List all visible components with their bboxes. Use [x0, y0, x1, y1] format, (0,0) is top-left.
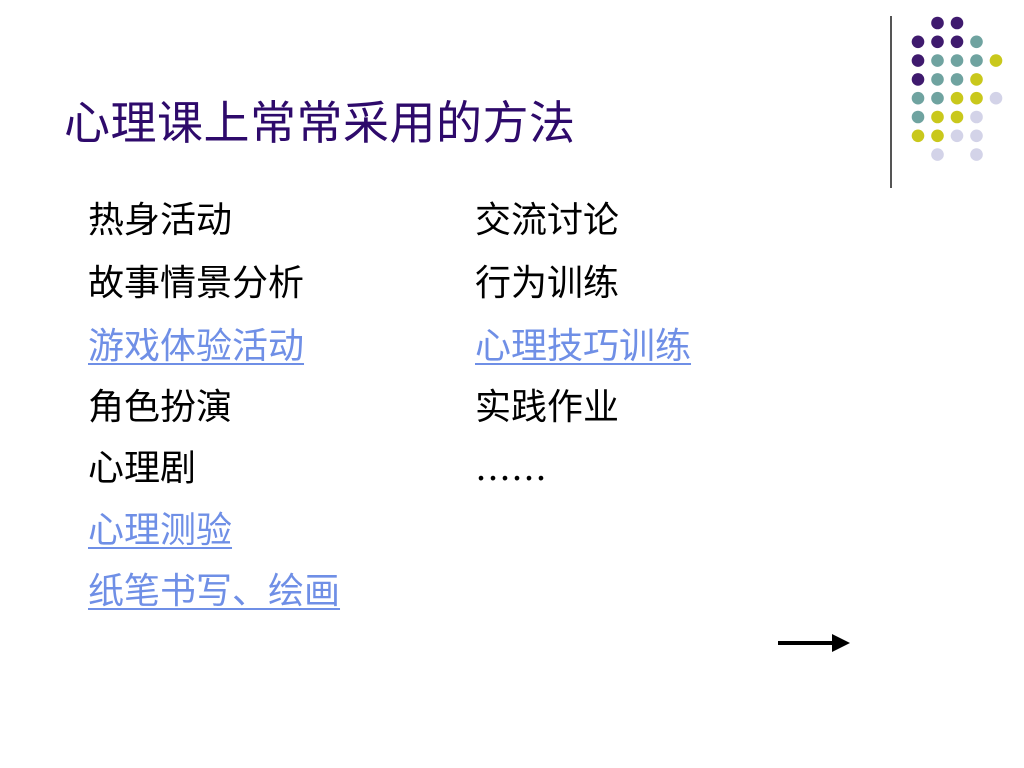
decorative-dot — [950, 110, 964, 124]
decorative-dot — [950, 129, 964, 143]
slide-title: 心理课上常常采用的方法 — [64, 96, 576, 150]
decorative-dot — [989, 54, 1003, 67]
decorative-dot — [911, 129, 925, 143]
method-ellipsis: …… — [475, 448, 547, 489]
decorative-dot — [931, 110, 944, 124]
method-practice-homework: 实践作业 — [475, 387, 620, 428]
method-skill-training-link[interactable]: 心理技巧训练 — [475, 326, 692, 367]
decorative-dot — [970, 110, 983, 124]
decorative-dot — [970, 54, 983, 67]
method-role-play: 角色扮演 — [88, 387, 233, 428]
decorative-dot — [931, 148, 944, 161]
decorative-dot — [970, 148, 983, 161]
decorative-dot — [970, 73, 983, 86]
decorative-dot — [950, 91, 964, 105]
decorative-dot — [950, 16, 964, 30]
decorative-dot — [911, 110, 925, 124]
decorative-dot — [950, 54, 964, 67]
decorative-dot — [911, 91, 925, 105]
right-arrow-icon[interactable] — [776, 629, 852, 657]
method-writing-drawing-link[interactable]: 纸笔书写、绘画 — [88, 571, 341, 612]
decorative-dot — [970, 35, 983, 49]
decorative-dot — [931, 54, 944, 67]
method-psychological-test-link[interactable]: 心理测验 — [88, 510, 233, 551]
method-discussion: 交流讨论 — [475, 200, 620, 241]
method-psychodrama: 心理剧 — [88, 448, 197, 489]
decorative-dot — [911, 35, 925, 49]
decorative-dot — [950, 35, 964, 49]
method-game-experience-link[interactable]: 游戏体验活动 — [88, 326, 305, 367]
decorative-dot — [911, 73, 925, 86]
decorative-dot — [989, 91, 1003, 105]
method-warmup-activity: 热身活动 — [88, 200, 233, 241]
decorative-dot — [911, 54, 925, 67]
decorative-dot — [931, 91, 944, 105]
decorative-dot — [950, 73, 964, 86]
decorative-dot — [931, 16, 944, 30]
decorative-dot — [931, 73, 944, 86]
method-behavior-training: 行为训练 — [475, 263, 620, 304]
method-story-scenario-analysis: 故事情景分析 — [88, 263, 305, 304]
decorative-dot — [931, 129, 944, 143]
decorative-dot — [970, 91, 983, 105]
decorative-divider-line — [890, 16, 892, 188]
decorative-dot — [931, 35, 944, 49]
decorative-dot — [970, 129, 983, 143]
